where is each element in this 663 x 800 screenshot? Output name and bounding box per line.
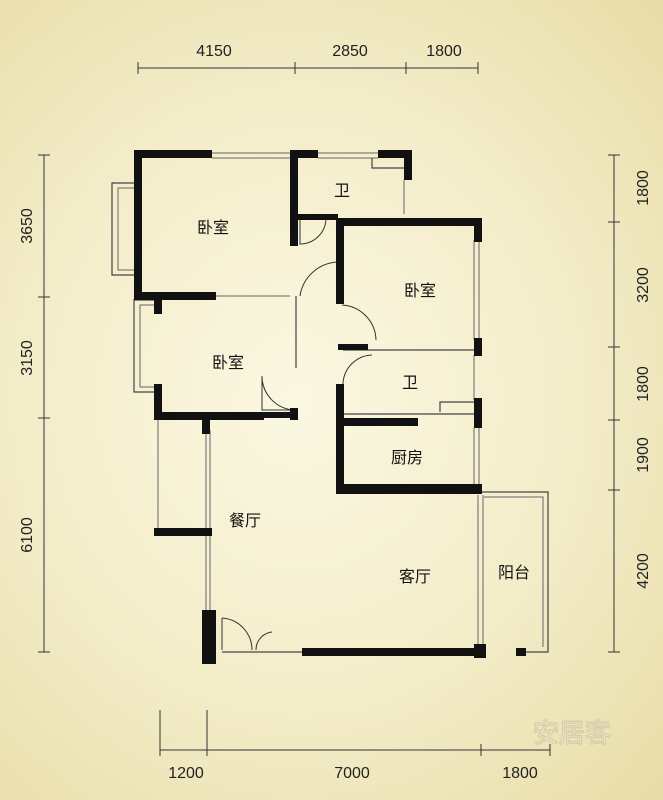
dim-bottom-3: 1800 [502, 765, 538, 782]
dim-left-3: 6100 [19, 517, 36, 553]
dim-left-1: 3650 [19, 208, 36, 244]
room-label-dining: 餐厅 [229, 511, 261, 530]
watermark: 安居客 [533, 718, 612, 749]
dim-right-3: 1800 [635, 366, 652, 402]
dimension-lines [38, 62, 620, 756]
dim-right-5: 4200 [635, 553, 652, 589]
dim-bottom-1: 1200 [168, 765, 204, 782]
dim-left-2: 3150 [19, 340, 36, 376]
dim-top-3: 1800 [426, 43, 462, 60]
dim-right-4: 1900 [635, 437, 652, 473]
dim-top-2: 2850 [332, 43, 368, 60]
thick-walls [134, 150, 526, 664]
dim-bottom-2: 7000 [334, 765, 370, 782]
room-label-balcony: 阳台 [498, 563, 530, 582]
room-labels: 卧室 卫 卧室 卧室 卫 厨房 餐厅 客厅 阳台 [197, 181, 530, 586]
room-label-bedroom-right: 卧室 [404, 281, 436, 300]
dim-right-2: 3200 [635, 267, 652, 303]
dim-top-1: 4150 [196, 43, 232, 60]
dim-right-1: 1800 [635, 170, 652, 206]
room-label-kitchen: 厨房 [391, 448, 423, 467]
room-label-bedroom-master: 卧室 [197, 218, 229, 237]
room-label-bathroom-top: 卫 [334, 181, 350, 200]
room-label-bathroom-mid: 卫 [402, 373, 418, 392]
room-label-living: 客厅 [399, 567, 431, 586]
thin-walls [111, 152, 549, 653]
dimension-labels: 4150 2850 1800 3650 3150 6100 1800 3200 … [19, 43, 652, 782]
door-swings [221, 217, 377, 651]
room-label-bedroom-left: 卧室 [212, 353, 244, 372]
